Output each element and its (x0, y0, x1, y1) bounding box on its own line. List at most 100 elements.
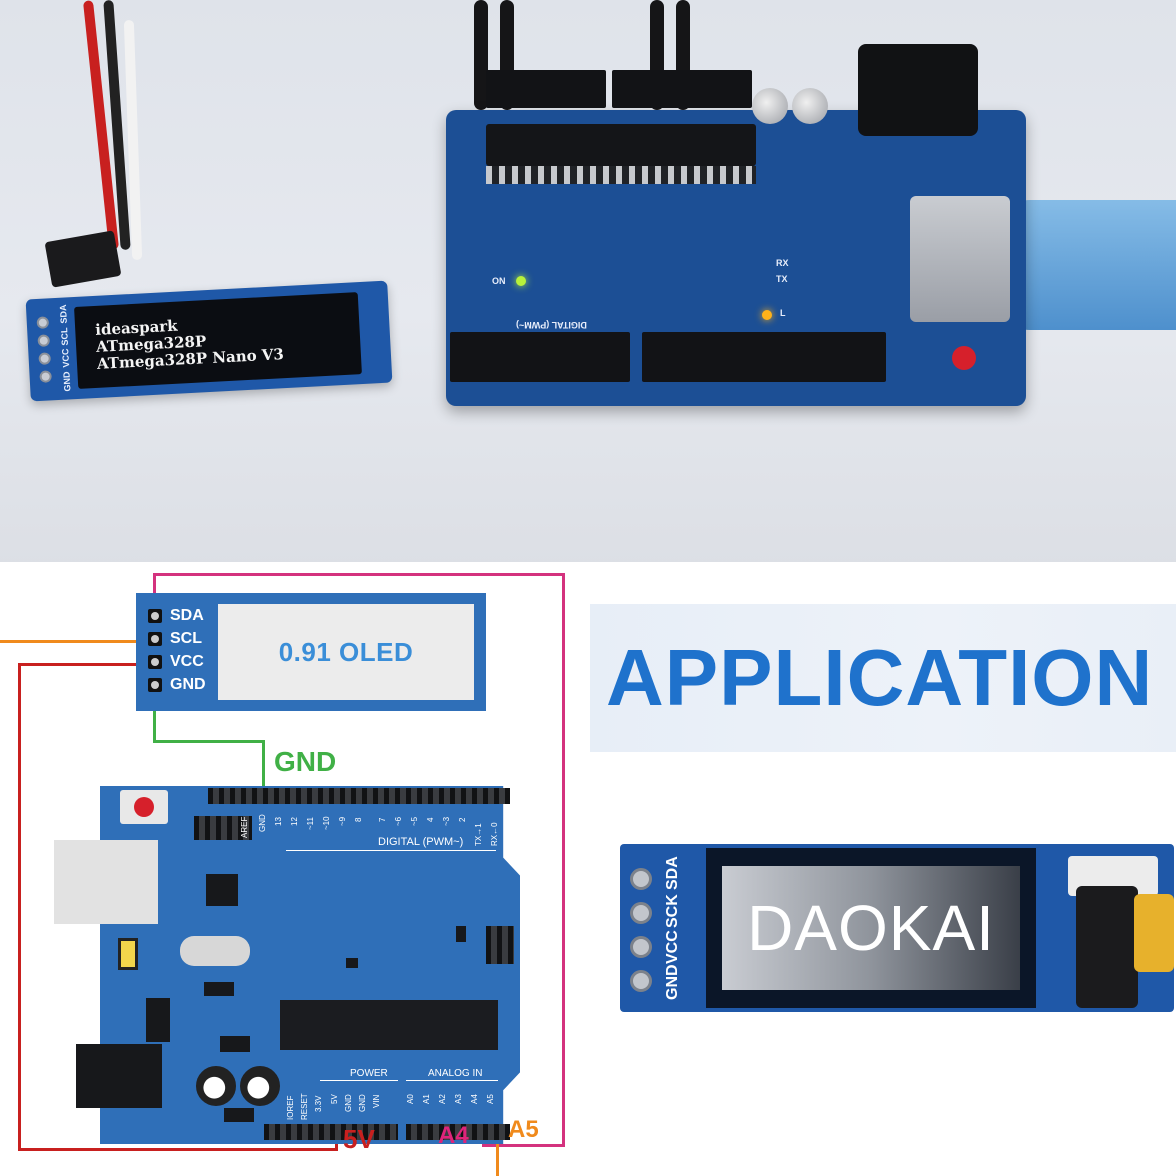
on-led (516, 276, 526, 286)
oled-diagram-label: 0.91 OLED (278, 636, 414, 667)
pin-label-9: ~9 (338, 816, 347, 826)
wire-dupont-head (44, 230, 122, 288)
uno-top-header (612, 70, 752, 108)
oled-screen-text: ideaspark ATmega328P ATmega328P Nano V3 (95, 312, 285, 373)
uno-rx-label: RX (776, 258, 789, 268)
product-pin-hole (630, 970, 652, 992)
arduino-analog-header (406, 1124, 510, 1140)
vcc-wire (18, 663, 154, 666)
pin-label-a3: A3 (454, 1094, 463, 1104)
oled-diagram-module: SDA SCL VCC GND 0.91 OLED (136, 593, 486, 711)
arduino-board-body (100, 786, 520, 1144)
product-pin-vcc: VCC (664, 930, 681, 964)
a4-wire-label: A4 (438, 1122, 469, 1149)
uno-microcontroller (486, 124, 756, 166)
product-photo: GND VCC SCL SDA ideaspark ATmega328P ATm… (0, 0, 1176, 568)
gnd-wire (153, 690, 156, 742)
arduino-component (224, 1108, 254, 1122)
oled-pin-name-sda: SDA (170, 607, 204, 624)
arduino-analog-label: ANALOG IN (428, 1068, 483, 1079)
pin-label-a2: A2 (438, 1094, 447, 1104)
scl-wire (496, 1112, 499, 1176)
uno-reset-button (952, 346, 976, 370)
arduino-top-header (208, 788, 510, 804)
gnd-wire-label: GND (274, 746, 337, 777)
pin-label-2: 2 (458, 817, 467, 822)
arduino-component (204, 982, 234, 996)
vcc-wire (18, 1148, 338, 1151)
pin-label-gnd-1: GND (344, 1094, 353, 1112)
oled-diagram-screen: 0.91 OLED (218, 604, 474, 700)
arduino-power-header (264, 1124, 398, 1140)
pin-label-6: ~6 (394, 816, 403, 826)
uno-bottom-header (450, 332, 630, 382)
oled-pin-label-vcc: VCC (60, 348, 72, 368)
arduino-power-label: POWER (350, 1068, 388, 1079)
product-flex-gold (1134, 894, 1174, 972)
pin-label-a4: A4 (470, 1094, 479, 1104)
uno-usb-port (910, 196, 1010, 322)
digital-silk-line (286, 850, 496, 851)
pin-label-a5: A5 (486, 1094, 495, 1104)
oled-pin-label-scl: SCL (59, 327, 71, 346)
section-divider (0, 562, 1176, 568)
oled-pin-gnd (148, 678, 162, 692)
uno-bottom-header (642, 332, 886, 382)
product-pin-sck: SCK (664, 894, 681, 928)
arduino-component (456, 926, 466, 942)
arduino-digital-label: DIGITAL (PWM~) (378, 836, 464, 848)
arduino-component (346, 958, 358, 968)
application-banner: APPLICATION (590, 604, 1176, 752)
product-screen-frame: DAOKAI (706, 848, 1036, 1008)
uno-capacitor (752, 88, 788, 124)
a5-wire-label: A5 (508, 1116, 539, 1143)
pin-label-rx0: RX←0 (490, 822, 499, 846)
oled-pin-label-gnd: GND (61, 371, 73, 392)
uno-chip-pins (486, 166, 756, 184)
sda-wire (482, 1144, 565, 1147)
application-title: APPLICATION (606, 633, 1154, 722)
arduino-usb-port (54, 840, 158, 924)
l-led (762, 310, 772, 320)
wire-black-uno-1 (474, 0, 488, 110)
oled-pin-hole (37, 334, 51, 347)
daokai-oled-module: GND VCC SCK SDA DAOKAI (620, 844, 1174, 1012)
pin-label-12: 12 (290, 817, 299, 826)
arduino-usb-chip (206, 874, 238, 906)
oled-pin-hole (36, 316, 50, 329)
pin-label-vin: VIN (372, 1094, 381, 1108)
oled-pin-hole (38, 352, 52, 365)
oled-pin-label-sda: SDA (57, 304, 69, 324)
vcc-wire (18, 663, 21, 1151)
sda-wire (153, 574, 156, 610)
usb-cable (1000, 200, 1176, 330)
product-pin-hole (630, 902, 652, 924)
uno-power-jack (858, 44, 978, 136)
product-screen: DAOKAI (722, 866, 1020, 990)
product-brand: DAOKAI (747, 892, 995, 964)
uno-capacitor (792, 88, 828, 124)
pin-label-tx1: TX→1 (474, 823, 483, 846)
5v-wire-label: 5V (343, 1124, 375, 1154)
sda-wire (562, 573, 565, 1147)
pin-label-13: 13 (274, 817, 283, 826)
gnd-wire (262, 740, 265, 796)
wiring-diagram: SDA SCL VCC GND 0.91 OLED GND AREF GND 1… (0, 568, 1176, 1176)
arduino-component (118, 938, 138, 970)
arduino-microcontroller (280, 1000, 498, 1050)
arduino-crystal (180, 936, 250, 966)
pin-label-ioref: IOREF (286, 1095, 295, 1120)
gnd-wire (153, 740, 265, 743)
scl-wire (0, 640, 154, 643)
pin-label-5v: 5V (330, 1094, 339, 1104)
arduino-component (146, 998, 170, 1042)
product-pin-hole (630, 936, 652, 958)
arduino-icsp-header (194, 816, 252, 840)
arduino-power-jack (76, 1044, 162, 1108)
pin-label-gnd: GND (258, 814, 267, 832)
pin-label-a0: A0 (406, 1094, 415, 1104)
uno-tx-label: TX (776, 274, 788, 284)
product-pin-hole (630, 868, 652, 890)
pin-label-7: 7 (378, 817, 387, 822)
product-pin-sda: SDA (664, 856, 681, 890)
